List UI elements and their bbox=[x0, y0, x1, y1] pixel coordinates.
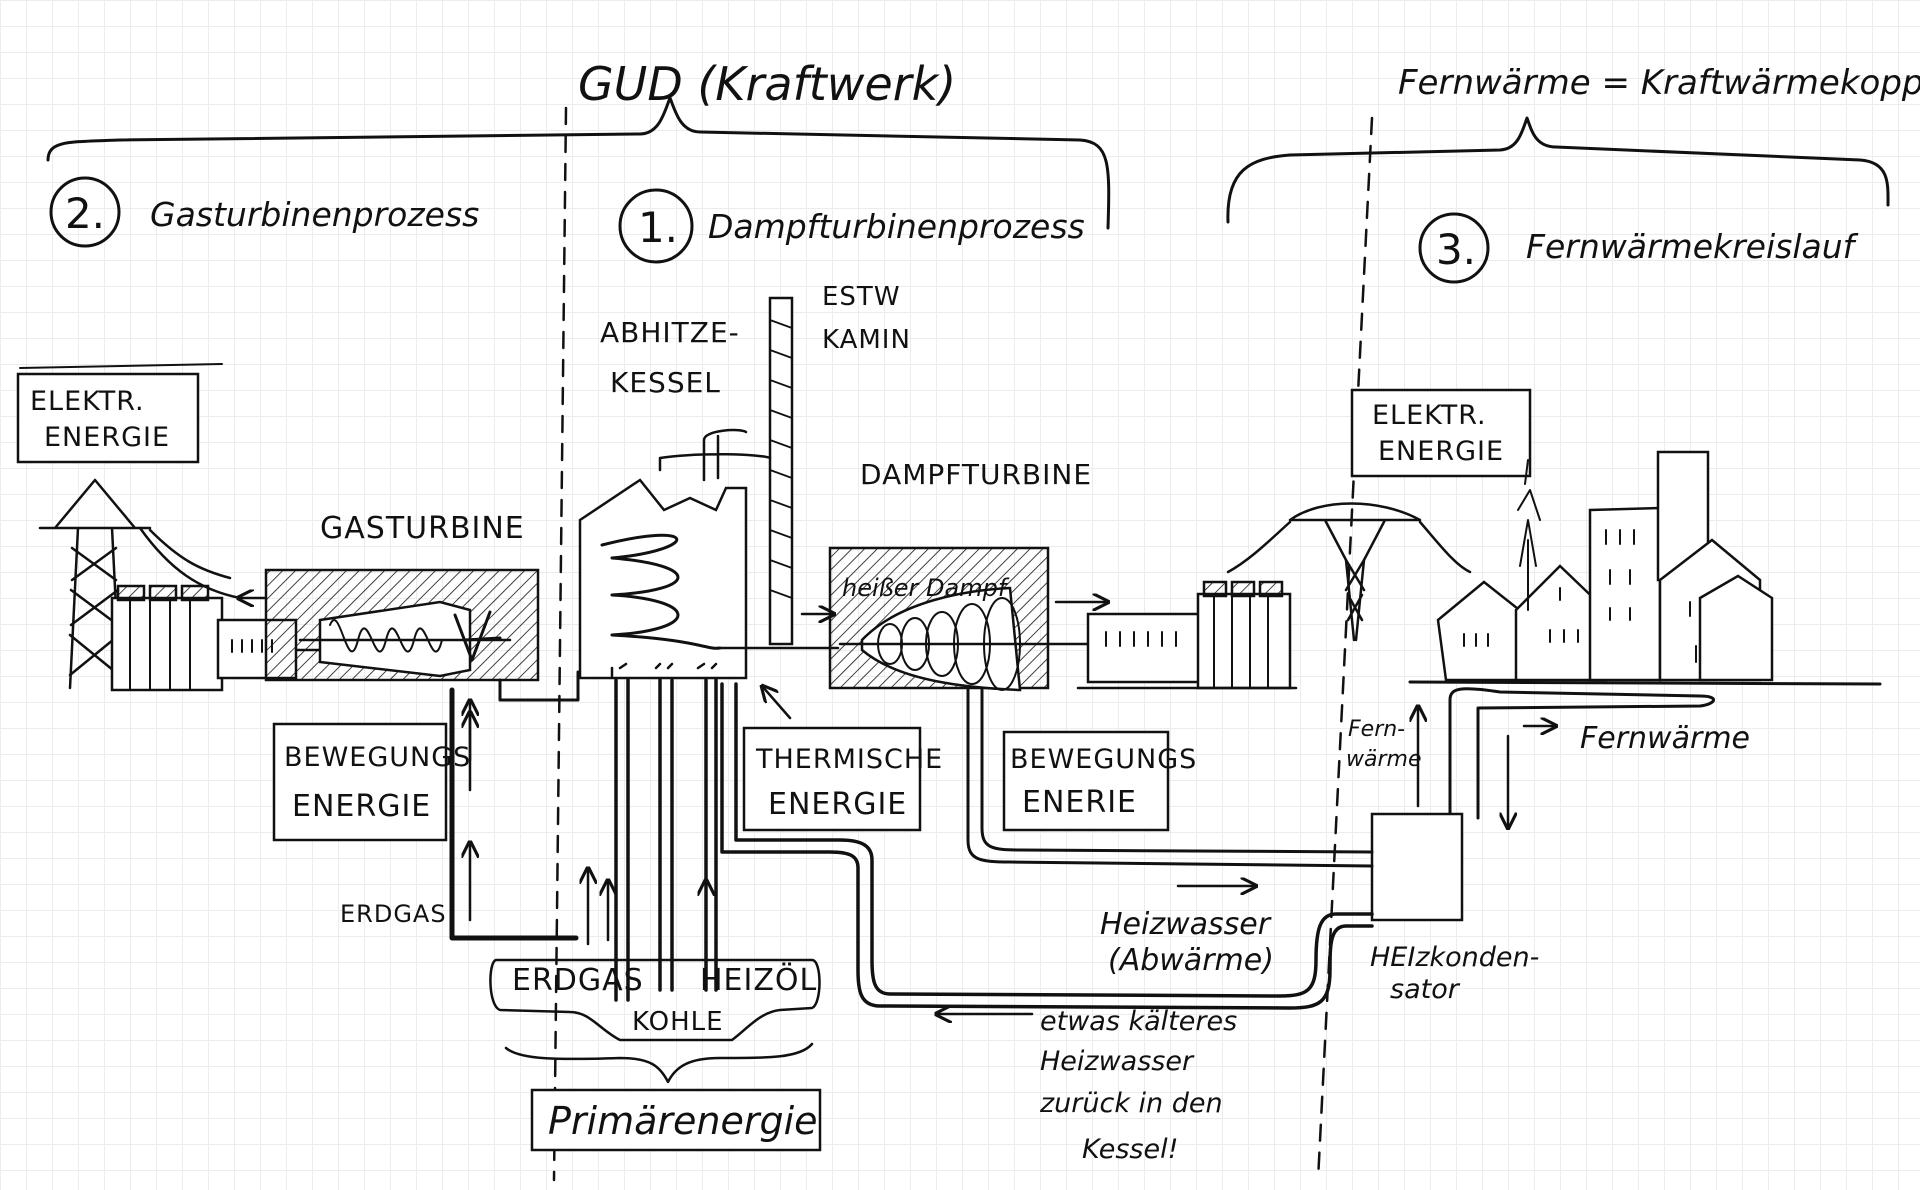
power-pylon-right bbox=[1226, 502, 1472, 642]
fernwaerme-vertical-label: wärme bbox=[1346, 747, 1422, 772]
gasturbine bbox=[238, 568, 540, 682]
fernwaerme-brace bbox=[1226, 116, 1890, 224]
abhitze-kessel-label: KESSEL bbox=[610, 366, 721, 399]
erdgas-feed-line bbox=[449, 687, 579, 941]
estw-kamin-label: ESTW bbox=[822, 282, 901, 312]
heizwasser-pipe-top bbox=[966, 688, 1374, 868]
primaerenergie-box bbox=[530, 1088, 822, 1152]
bewegungsenergie-box-left bbox=[272, 722, 448, 842]
heizwasser-label: Heizwasser bbox=[1100, 907, 1272, 942]
elektr-energie-label-left: ENERGIE bbox=[44, 422, 170, 453]
pylon-top-line bbox=[19, 363, 223, 369]
divider-left bbox=[552, 106, 568, 1182]
section-gasturbine-header: 2. Gasturbinenprozess bbox=[49, 176, 479, 248]
section-number: 1. bbox=[638, 203, 678, 252]
thermische-energie-label: THERMISCHE bbox=[755, 744, 943, 775]
elektr-energie-box-right bbox=[1350, 388, 1532, 478]
district-heating-loop bbox=[1448, 687, 1715, 820]
bewegungsenergie-label-left: BEWEGUNGS bbox=[284, 742, 471, 773]
fuel-brace bbox=[504, 1042, 814, 1084]
heisser-dampf-label: heißer Dampf bbox=[842, 574, 1010, 602]
fernwaerme-vertical-label: Fern- bbox=[1348, 717, 1405, 742]
elektr-energie-label-right: ENERGIE bbox=[1378, 436, 1504, 467]
section-title: Dampfturbinenprozess bbox=[708, 207, 1085, 246]
return-pipe-inner bbox=[720, 682, 1374, 1010]
bewegungsenergie-label-right: ENERIE bbox=[1022, 785, 1137, 820]
section-title: Gasturbinenprozess bbox=[150, 195, 479, 234]
section-number-circle bbox=[618, 188, 694, 264]
fernwaerme-arrow-label: Fernwärme bbox=[1580, 721, 1750, 756]
heizkondensator-box bbox=[1370, 812, 1464, 922]
dampfturbine-label: DAMPFTURBINE bbox=[860, 458, 1092, 491]
elektr-energie-label-right: ELEKTR. bbox=[1372, 400, 1487, 431]
gud-title: GUD (Kraftwerk) bbox=[578, 57, 956, 111]
exhaust-pipe bbox=[498, 670, 580, 702]
section-number-circle bbox=[1418, 212, 1490, 284]
section-number: 2. bbox=[65, 189, 105, 238]
estw-kamin-label: KAMIN bbox=[822, 325, 911, 355]
primaerenergie-label: Primärenergie bbox=[548, 1099, 818, 1143]
heizoel-label: HEIZÖL bbox=[700, 962, 817, 998]
kaelteres-heizwasser-label: Heizwasser bbox=[1040, 1046, 1195, 1077]
gud-brace bbox=[46, 96, 1111, 230]
section-fernwaerme-header: 3. Fernwärmekreislauf bbox=[1418, 212, 1859, 284]
kaelteres-heizwasser-label: Kessel! bbox=[1082, 1134, 1178, 1165]
gasturbine-label: GASTURBINE bbox=[320, 511, 525, 546]
erdgas-label: ERDGAS bbox=[512, 963, 644, 998]
thermische-energie-label: ENERGIE bbox=[768, 787, 907, 822]
divider-right bbox=[1316, 116, 1374, 1182]
generator-right bbox=[1076, 580, 1298, 690]
section-title: Fernwärmekreislauf bbox=[1526, 227, 1859, 266]
fernwaerme-title: Fernwärme = Kraftwärmekopplung bbox=[1398, 63, 1920, 103]
abhitze-kessel-label: ABHITZE- bbox=[600, 316, 740, 349]
abhitze-kessel bbox=[578, 428, 840, 680]
heizwasser-pipe-inner bbox=[980, 688, 1374, 854]
kessel-inlet-arrow bbox=[762, 686, 792, 720]
kaelteres-heizwasser-label: zurück in den bbox=[1039, 1088, 1223, 1119]
section-dampfturbine-header: 1. Dampfturbinenprozess bbox=[618, 188, 1085, 264]
fuel-sources-outline bbox=[489, 958, 821, 1042]
thermische-energie-box bbox=[742, 726, 922, 832]
heizkondensator-label: HEIzkonden- bbox=[1370, 942, 1539, 973]
section-number-circle bbox=[49, 176, 121, 248]
bewegungsenergie-box-right bbox=[1002, 730, 1170, 832]
elektr-energie-label-left: ELEKTR. bbox=[30, 386, 145, 417]
elektr-energie-box-left bbox=[16, 372, 200, 464]
kohle-label: KOHLE bbox=[632, 1007, 724, 1037]
erdgas-label-left: ERDGAS bbox=[340, 900, 447, 928]
bewegungsenergie-label-left: ENERGIE bbox=[292, 789, 431, 824]
chimney bbox=[768, 296, 794, 646]
bewegungsenergie-label-right: BEWEGUNGS bbox=[1010, 744, 1197, 775]
return-pipe bbox=[734, 682, 1374, 998]
fuel-pipes bbox=[614, 678, 718, 1002]
power-pylon-left bbox=[38, 478, 242, 690]
city-houses bbox=[1408, 450, 1882, 686]
kaelteres-heizwasser-label: etwas kälteres bbox=[1040, 1006, 1237, 1037]
generator-left bbox=[110, 584, 332, 692]
dampfturbine: heißer Dampf bbox=[800, 546, 1108, 692]
transformer-left bbox=[110, 596, 224, 692]
heizwasser-label: (Abwärme) bbox=[1108, 943, 1274, 978]
section-number: 3. bbox=[1436, 225, 1476, 274]
heizkondensator-label: sator bbox=[1390, 974, 1461, 1005]
